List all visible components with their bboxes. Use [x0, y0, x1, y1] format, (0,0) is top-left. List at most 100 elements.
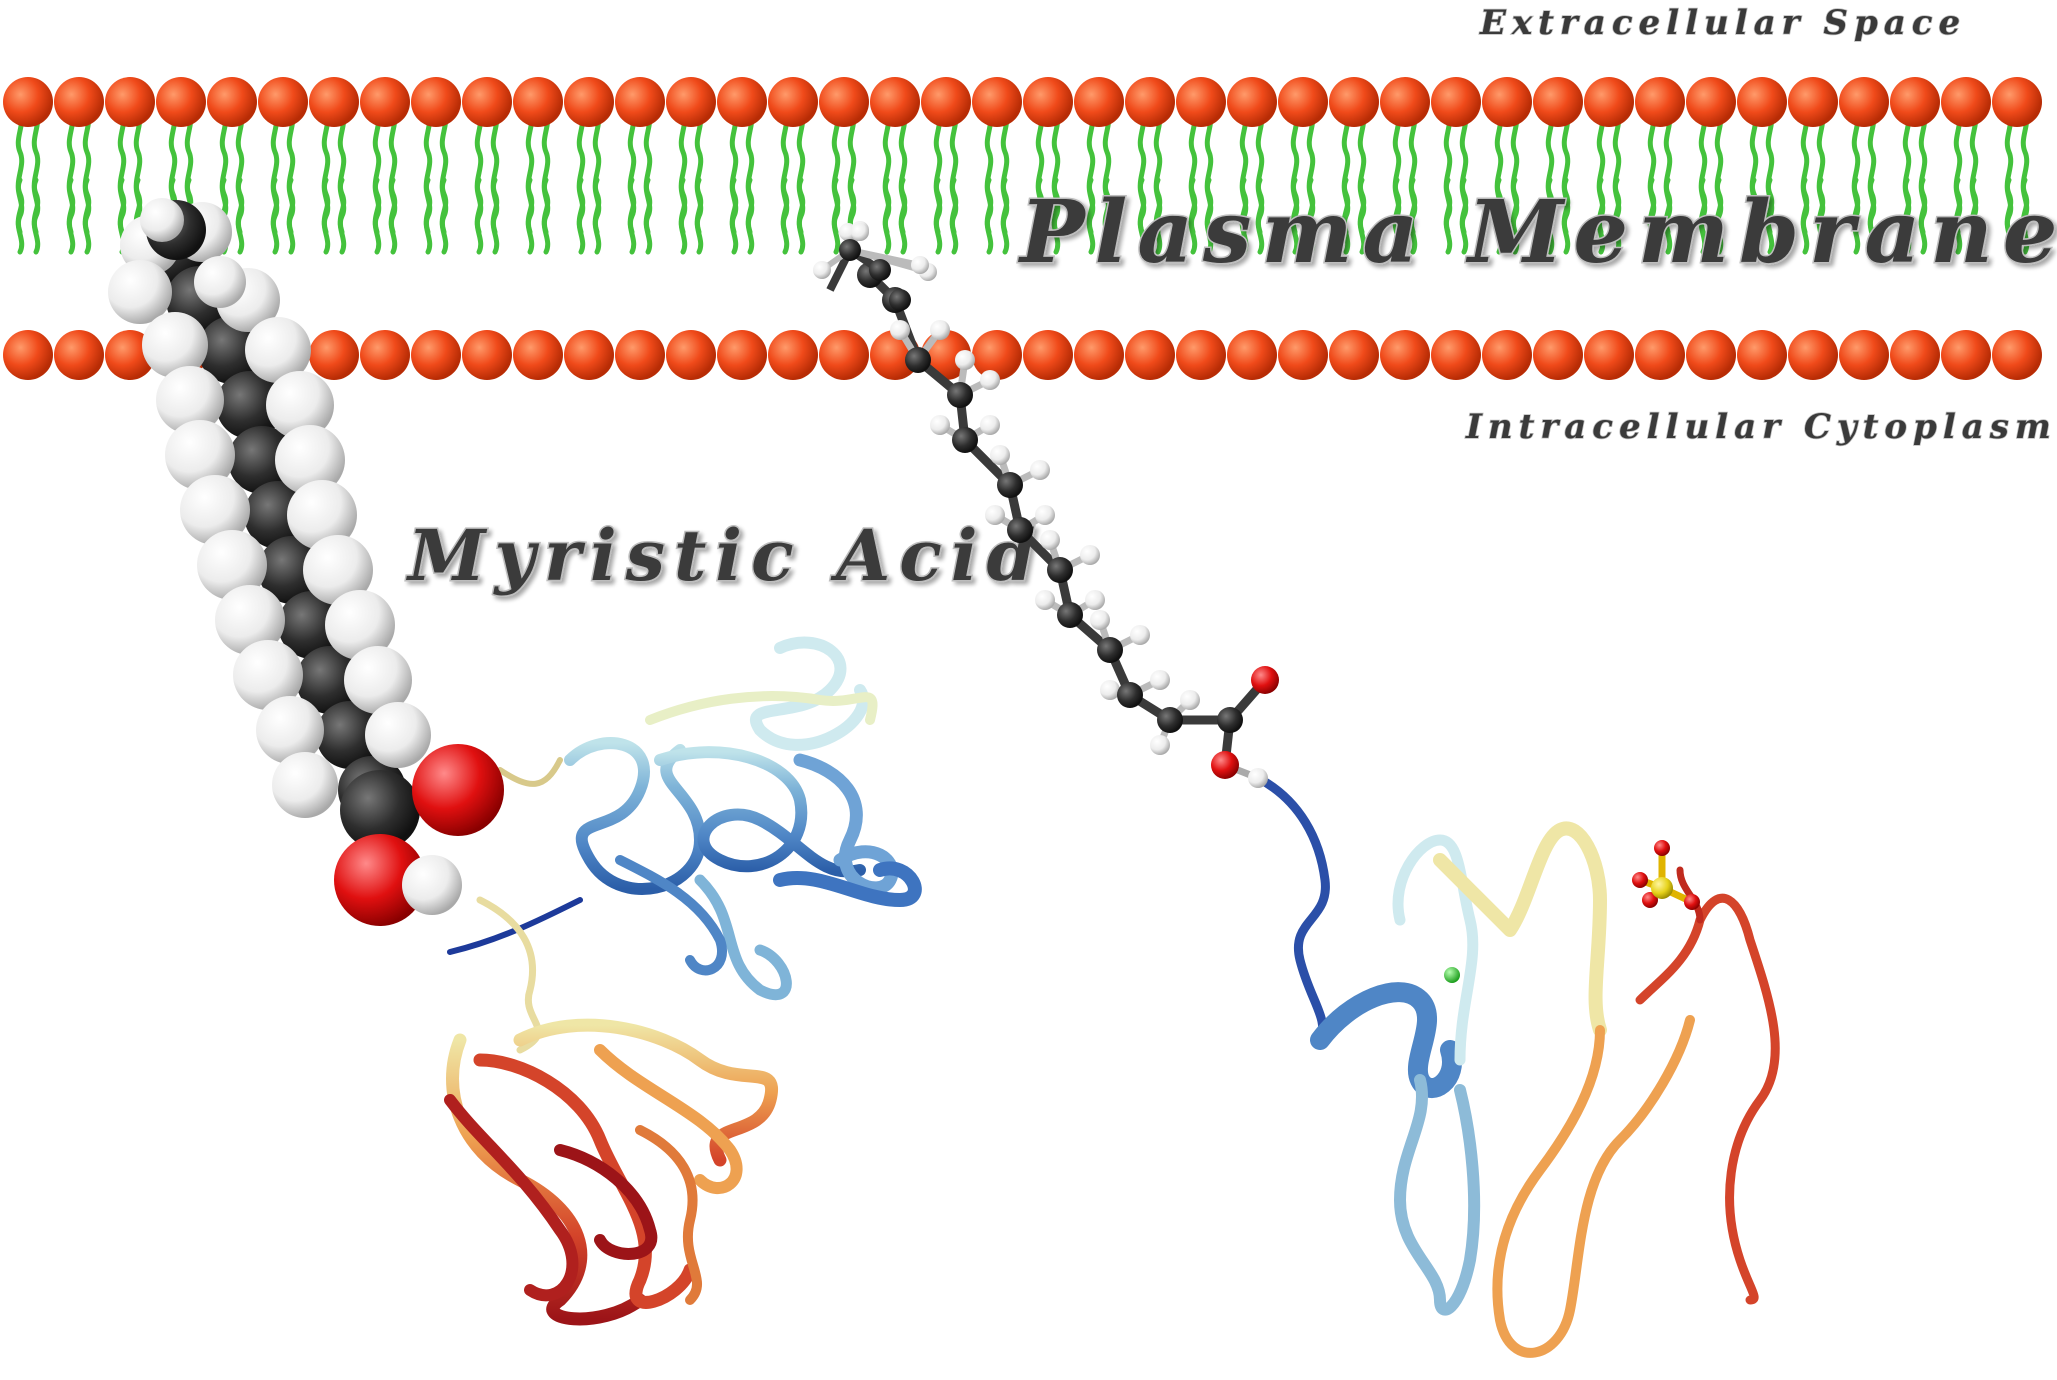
lipid-tail [1086, 177, 1096, 255]
hydrogen-atom [165, 420, 235, 490]
bond [849, 247, 921, 268]
lipid-tail [1612, 177, 1622, 255]
carbon-atom [889, 289, 911, 311]
intracellular-cytoplasm-label: Intracellular Cytoplasm [1465, 407, 2057, 447]
lipid-tail [66, 177, 76, 255]
lipid-tail [949, 177, 959, 255]
phosphorus-atom [1651, 877, 1673, 899]
lipid-tail [1443, 177, 1453, 255]
hydrogen-atom [1035, 505, 1055, 525]
lipid-tail [1255, 177, 1265, 255]
lipid-tail [1459, 177, 1469, 255]
lipid-tail [541, 177, 551, 255]
hydrogen-atom [1248, 768, 1268, 788]
lipid-tail [1545, 177, 1555, 255]
hydrogen-atom [890, 320, 910, 340]
lipid-tail [1765, 177, 1775, 255]
lipid-head [1380, 330, 1430, 380]
lipid-head [258, 77, 308, 127]
lipid-head [1941, 330, 1991, 380]
lipid-tail [831, 177, 841, 255]
lipid-head [768, 77, 818, 127]
oxygen-atom [1251, 666, 1279, 694]
oxygen-atom [1632, 872, 1648, 888]
lipid-head [1482, 77, 1532, 127]
lipid-head [1533, 77, 1583, 127]
lipid-tail [796, 177, 806, 255]
lipid-head [207, 77, 257, 127]
carbon-atom [839, 239, 861, 261]
hydrogen-atom [1180, 690, 1200, 710]
hydrogen-atom [142, 312, 208, 378]
lipid-head [309, 77, 359, 127]
lipid-head [819, 77, 869, 127]
carbon-atom [198, 316, 266, 384]
lipid-head [1023, 330, 1073, 380]
lipid-tail [1561, 177, 1571, 255]
lipid-head [1839, 330, 1889, 380]
ribbon-strand-blue [694, 874, 792, 1001]
lipid-tail [882, 177, 892, 255]
carbon-atom [905, 347, 931, 373]
hydrogen-atom [1035, 590, 1055, 610]
ribbon-strand-blue [615, 855, 727, 976]
carbon-atom [1047, 557, 1073, 583]
lipid-tail [1902, 177, 1912, 255]
myristic-acid-label: Myristic Acid [406, 514, 1044, 597]
lipid-head [1839, 77, 1889, 127]
lipid-tail [984, 177, 994, 255]
hydrogen-atom [303, 535, 373, 605]
hydrogen-atom [1130, 625, 1150, 645]
lipid-head [1941, 77, 1991, 127]
hydrogen-atom [365, 702, 431, 768]
hydrogen-atom [266, 371, 334, 439]
carbon-atom [869, 259, 891, 281]
lipid-bilayer [3, 77, 2042, 380]
lipid-tail [1867, 177, 1877, 255]
lipid-tail [490, 177, 500, 255]
lipid-head [1278, 77, 1328, 127]
lipid-head [1074, 77, 1124, 127]
ribbon-strand-light [750, 636, 869, 751]
oxygen-atom [1642, 892, 1658, 908]
lipid-tail [1137, 177, 1147, 255]
lipid-tail [1000, 177, 1010, 255]
carbon-atom [278, 591, 346, 659]
lipid-head [1176, 330, 1226, 380]
lipid-head [513, 330, 563, 380]
lipid-head [462, 330, 512, 380]
protein-ribbon-right [1253, 773, 1780, 1358]
hydrogen-atom [1030, 460, 1050, 480]
lipid-head [360, 77, 410, 127]
lipid-head [1737, 330, 1787, 380]
ribbon-strand-light [645, 691, 878, 725]
lipid-head [1023, 77, 1073, 127]
hydrogen-atom [1080, 545, 1100, 565]
carbon-atom [340, 770, 420, 850]
lipid-head [3, 77, 53, 127]
lipid-tail [780, 177, 790, 255]
lipid-head [1890, 77, 1940, 127]
carbon-atom [228, 426, 296, 494]
hydrogen-atom [813, 261, 831, 279]
lipid-head [1431, 77, 1481, 127]
hydrogen-atom [256, 696, 324, 764]
lipid-head [1737, 77, 1787, 127]
lipid-head [1329, 330, 1379, 380]
lipid-head [309, 330, 359, 380]
lipid-head [564, 77, 614, 127]
hydrogen-atom [930, 415, 950, 435]
lipid-head [819, 330, 869, 380]
hydrogen-atom [851, 223, 869, 241]
lipid-tail [576, 177, 586, 255]
ribbon-strand-blue [654, 746, 866, 878]
hydrogen-atom [108, 260, 172, 324]
lipid-tail [1816, 177, 1826, 255]
lipid-head [411, 330, 461, 380]
myristic-acid-ball-and-stick [813, 221, 1279, 788]
lipid-tail [678, 177, 688, 255]
ribbon-strand-red [1635, 893, 1780, 1305]
metal-ion [1444, 967, 1460, 983]
ribbon-loop-yellow [1433, 821, 1607, 1037]
